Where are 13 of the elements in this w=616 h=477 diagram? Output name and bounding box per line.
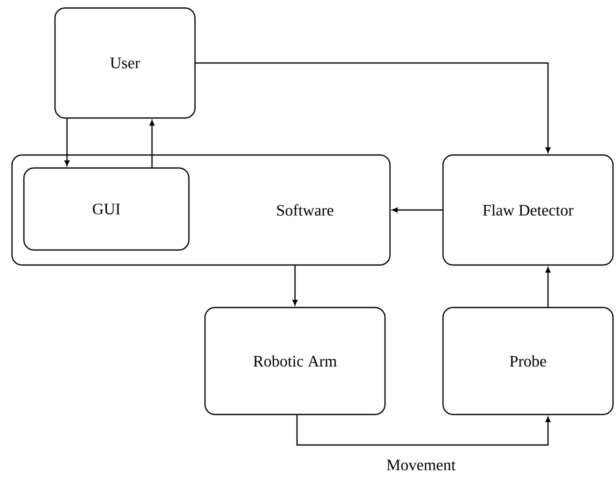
process-box: Robotic Arm [204, 306, 386, 416]
arrow [546, 267, 550, 307]
arrow [392, 208, 442, 212]
inner-box: GUI [23, 167, 190, 251]
arrow [150, 120, 154, 168]
process-box: Probe [442, 306, 614, 416]
arrow [292, 266, 298, 306]
edge-label: Movement [385, 458, 457, 472]
arrow [64, 118, 70, 166]
arrow [196, 62, 550, 153]
process-box: Flaw Detector [442, 154, 614, 266]
process-box: User [54, 7, 196, 119]
arrow [296, 415, 550, 446]
